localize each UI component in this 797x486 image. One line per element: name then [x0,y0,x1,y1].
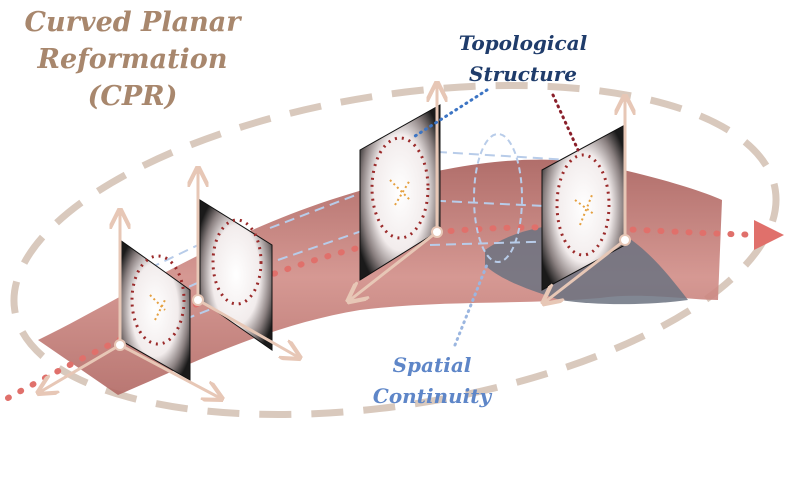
cpr-title-line-3: (CPR) [87,81,178,112]
cpr-title-line-1: Curved Planar [24,7,241,38]
slice-contour-dots [130,136,611,346]
cpr-ellipse-icon [10,81,780,419]
spatial-label: Spatial Continuity [362,350,502,412]
spatial-leader-line [453,260,490,347]
cpr-title-label: Curved Planar Reformation (CPR) [0,4,265,115]
spatial-label-line-2: Continuity [372,384,492,408]
cpr-title-line-2: Reformation [37,44,228,75]
topology-label: Topological Structure [448,28,598,90]
spatial-continuity-ring [473,133,523,263]
topology-label-line-1: Topological [458,31,588,55]
slice-axis-arrows [40,85,625,398]
topology-label-line-2: Structure [469,62,577,86]
topology-leader-line [410,88,489,140]
topology-leader-line-2 [551,93,580,152]
slice-origin-points [114,226,631,351]
cross-section-plane-icon [119,104,626,381]
spatial-label-line-1: Spatial [392,353,472,377]
